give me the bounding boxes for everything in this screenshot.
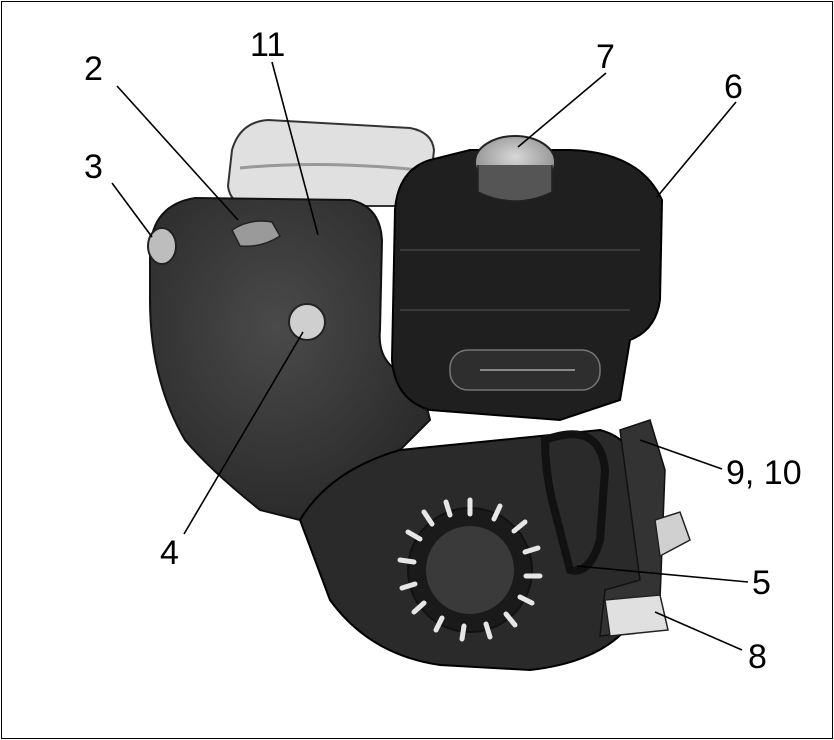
ignition-knob — [288, 303, 326, 341]
callout-6: 6 — [724, 68, 743, 106]
oil-fill — [654, 511, 691, 558]
leader-7 — [517, 72, 607, 148]
leader-3 — [111, 182, 153, 238]
leader-8 — [654, 611, 743, 651]
drain-plug — [604, 594, 669, 637]
leader-4 — [183, 331, 304, 535]
leader-5 — [576, 565, 749, 583]
callout-4: 4 — [160, 534, 179, 572]
leader-9-10 — [639, 439, 723, 470]
callout-7: 7 — [596, 38, 615, 76]
leader-2 — [116, 85, 239, 221]
callout-8: 8 — [748, 638, 767, 676]
starter-vents — [397, 497, 543, 642]
callout-5: 5 — [752, 564, 771, 602]
callout-2: 2 — [84, 50, 103, 88]
callout-9-10: 9, 10 — [726, 454, 802, 492]
choke-lever — [231, 220, 281, 248]
callout-3: 3 — [84, 148, 103, 186]
leader-6 — [656, 101, 737, 198]
leader-11 — [271, 61, 319, 236]
starter-handle — [540, 430, 610, 575]
leader-lines — [111, 61, 749, 651]
primer-bulb — [147, 227, 177, 265]
callout-11: 11 — [250, 26, 286, 64]
